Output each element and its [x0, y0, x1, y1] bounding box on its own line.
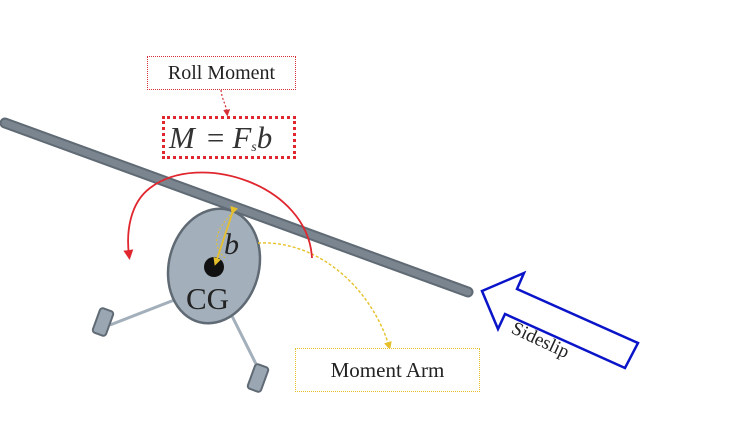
roll-label-connector — [220, 89, 231, 117]
cg-dot — [204, 257, 224, 277]
cg-label: CG — [186, 281, 230, 316]
equation-force: F — [232, 119, 252, 155]
sideslip-arrow — [480, 270, 640, 370]
roll-arrow — [123, 171, 313, 260]
moment-arm-bracket — [216, 211, 234, 259]
equation-moment: M — [169, 119, 195, 155]
equation-equals: = — [206, 119, 225, 155]
moment-arm-label: Moment Arm — [295, 348, 480, 392]
right-wheel — [246, 363, 270, 393]
arm-symbol-b: b — [224, 228, 239, 261]
left-wheel — [91, 307, 115, 337]
equation-arm: b — [256, 119, 273, 155]
roll-moment-label: Roll Moment — [147, 56, 296, 90]
right-gear-strut — [226, 307, 262, 373]
moment-arm-pointer — [257, 242, 392, 350]
equation-subscript: s — [251, 139, 257, 155]
moment-arm-line — [213, 205, 239, 266]
